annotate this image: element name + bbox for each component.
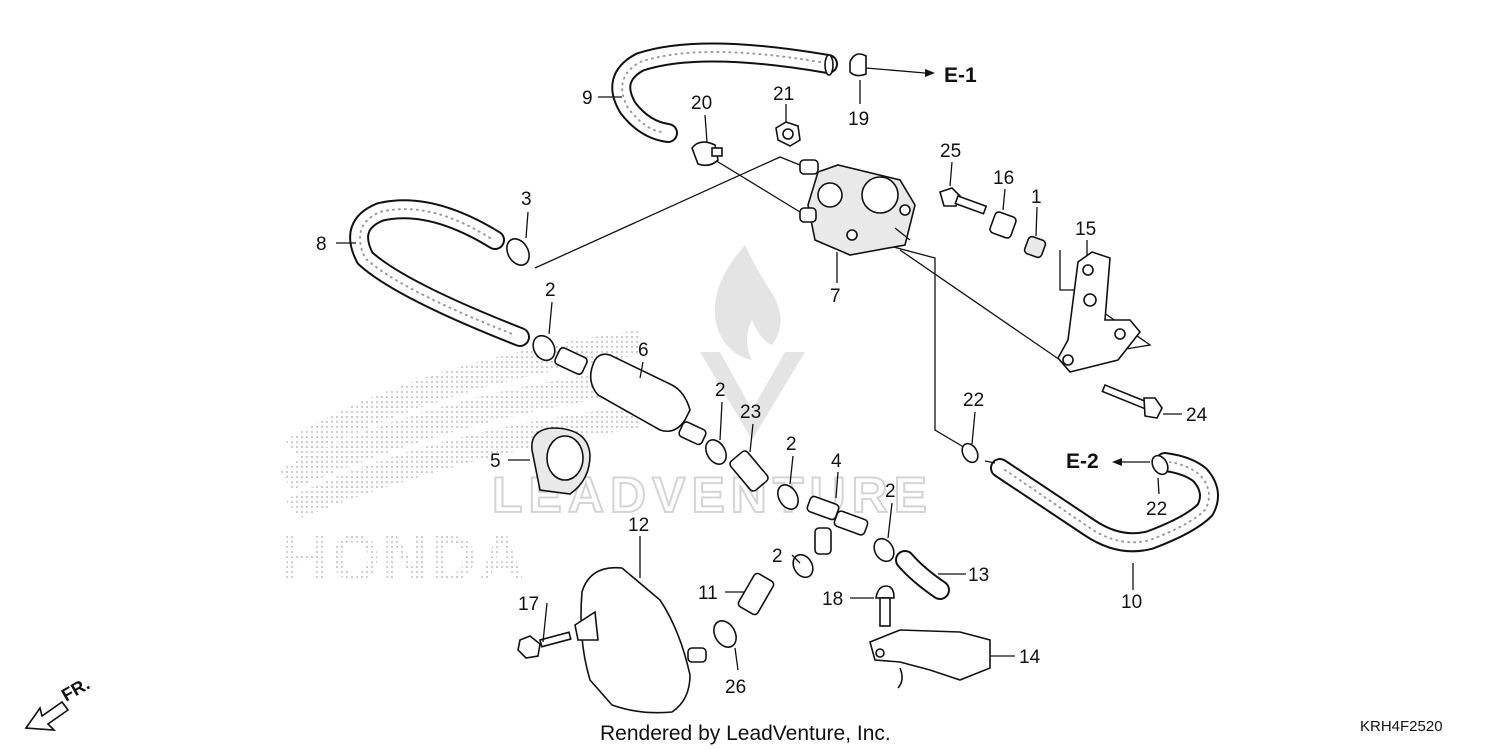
callout-21: 21 (773, 84, 794, 105)
collar-16 (989, 211, 1017, 239)
leadventure-watermark: LEADVENTURE (491, 245, 928, 524)
hose-23 (729, 450, 769, 492)
rendered-by-text: Rendered by LeadVenture, Inc. (600, 722, 891, 745)
callout-1: 1 (1031, 187, 1042, 208)
callout-22-a: 22 (963, 390, 984, 411)
callout-16: 16 (993, 168, 1014, 189)
callout-2-c: 2 (786, 434, 797, 455)
clips (506, 238, 1169, 648)
callout-7: 7 (830, 286, 841, 307)
hose-8 (349, 199, 530, 347)
holder-5 (531, 427, 591, 495)
bolt-18 (875, 585, 895, 627)
honda-watermark-text: HONDA (282, 522, 527, 594)
callout-19: 19 (848, 109, 869, 130)
callout-labels: 9 8 3 2 6 5 2 23 2 4 2 2 11 26 12 17 18 … (316, 84, 1208, 698)
callout-24: 24 (1186, 405, 1208, 426)
callout-10: 10 (1121, 592, 1142, 613)
bolt-25 (939, 187, 988, 215)
rubber-1 (1023, 235, 1047, 259)
callout-17: 17 (518, 594, 539, 615)
cover-12 (574, 566, 707, 714)
hose-11 (737, 572, 775, 616)
hose-10 (984, 452, 1219, 553)
callout-13: 13 (968, 565, 989, 586)
callout-23: 23 (740, 402, 761, 423)
callout-25: 25 (940, 141, 961, 162)
callout-26: 26 (725, 677, 746, 698)
ref-e1: E-1 (944, 64, 977, 87)
diagram-code: KRH4F2520 (1360, 718, 1443, 735)
front-label: FR. (58, 674, 93, 706)
hose-9 (611, 42, 838, 143)
clamp-19 (849, 53, 935, 77)
callout-11: 11 (698, 583, 718, 604)
bolt-17 (517, 631, 572, 659)
grommet-21 (775, 121, 801, 147)
callout-2-a: 2 (545, 280, 556, 301)
honda-watermark: HONDA (280, 330, 640, 594)
bracket-15 (1057, 251, 1142, 373)
clamp-20 (691, 141, 723, 167)
callout-5: 5 (490, 451, 501, 472)
callout-3: 3 (521, 189, 532, 210)
front-direction-arrow: FR. (24, 674, 93, 731)
hose-13 (895, 550, 950, 600)
callout-12: 12 (628, 515, 649, 536)
callout-22-b: 22 (1146, 499, 1167, 520)
callout-20: 20 (691, 93, 712, 114)
callout-18: 18 (822, 589, 843, 610)
fuel-filter-6 (554, 347, 707, 446)
bracket-14 (869, 629, 991, 689)
callout-leaders (336, 80, 1182, 671)
ref-e2: E-2 (1066, 450, 1099, 473)
callout-14: 14 (1019, 647, 1041, 668)
callout-2-e: 2 (772, 546, 783, 567)
callout-4: 4 (831, 451, 842, 472)
callout-15: 15 (1075, 219, 1096, 240)
callout-8: 8 (316, 234, 327, 255)
callout-9: 9 (582, 88, 593, 109)
callout-2-d: 2 (885, 481, 896, 502)
fuel-pump-7 (799, 159, 916, 256)
callout-2-b: 2 (715, 380, 726, 401)
callout-6: 6 (638, 340, 649, 361)
t-joint-4 (806, 495, 869, 555)
bolt-24 (1101, 383, 1163, 419)
